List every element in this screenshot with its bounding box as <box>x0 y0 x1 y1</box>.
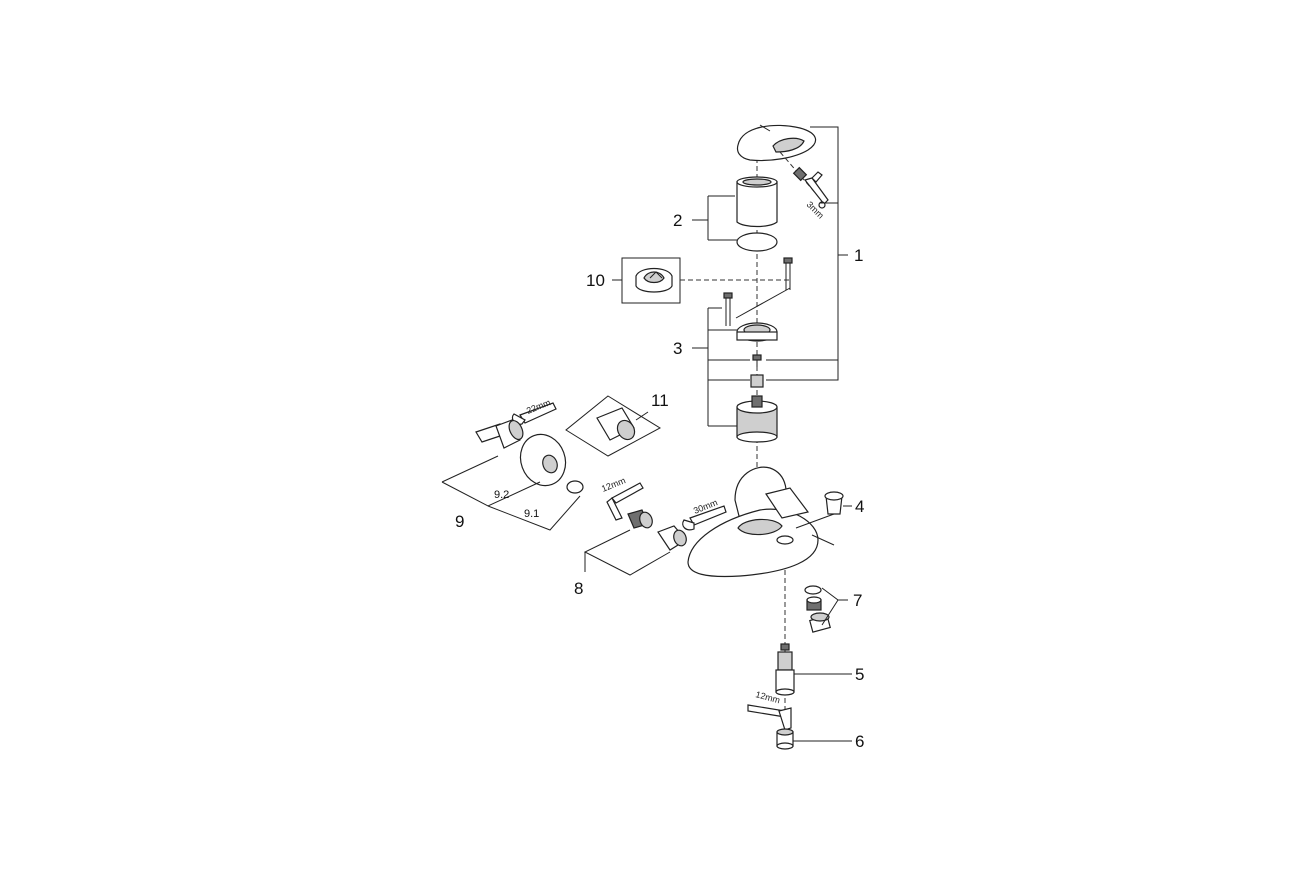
callout-7-bracket <box>821 587 848 626</box>
spindle-adapter <box>750 374 764 388</box>
o-ring <box>736 232 778 252</box>
callout-3-bracket <box>692 307 750 427</box>
union-nut <box>657 525 687 551</box>
eccentric-connector <box>475 419 524 449</box>
rosette <box>519 433 567 487</box>
callout-1-bracket <box>766 126 848 381</box>
callout-9-1: 9.1 <box>524 508 539 520</box>
screw-guide-line <box>735 287 791 319</box>
eccentric-detail-box <box>565 395 662 457</box>
hex-key-12mm-lower-icon: 12mm <box>747 689 792 731</box>
hex-key-3mm-icon: 3mm <box>803 171 829 221</box>
callout-6: 6 <box>855 732 864 751</box>
callout-3: 3 <box>673 339 682 358</box>
clip-detail-box <box>621 257 681 304</box>
callout-2-bracket <box>692 195 737 241</box>
callout-9-bracket <box>441 455 581 531</box>
plug-guide <box>795 513 835 529</box>
wrench-30mm-icon: 30mm <box>682 497 727 531</box>
callout-1: 1 <box>854 246 863 265</box>
callout-9-2: 9.2 <box>494 489 509 501</box>
callout-8: 8 <box>574 579 583 598</box>
aerator-insert <box>806 596 822 611</box>
aerator-washer <box>804 585 822 595</box>
small-nut <box>776 728 794 750</box>
cartridge <box>736 395 778 443</box>
bonnet-ring <box>736 322 778 342</box>
callout-9: 9 <box>455 512 464 531</box>
callout-11: 11 <box>651 391 669 410</box>
aerator-housing <box>809 612 831 633</box>
long-screw-left <box>723 292 733 326</box>
long-screw-right <box>783 257 793 290</box>
callout-5: 5 <box>855 665 864 684</box>
stop-plug <box>824 491 844 515</box>
handle-cap <box>736 176 778 228</box>
callout-4: 4 <box>855 497 864 516</box>
callout-11-leader <box>635 411 649 421</box>
callout-2: 2 <box>673 211 682 230</box>
callout-8-bracket <box>583 529 671 576</box>
small-screw <box>752 354 762 367</box>
callout-10: 10 <box>586 271 605 290</box>
plug-guide-2 <box>811 534 835 546</box>
wrench-22mm-icon: 22mm <box>511 397 557 425</box>
mixer-body <box>687 466 819 578</box>
tool-label-12mm-upper: 12mm <box>600 475 627 494</box>
diverter <box>775 643 795 696</box>
callout-7: 7 <box>853 591 862 610</box>
rosette-washer <box>566 480 584 494</box>
lever-handle <box>736 124 817 162</box>
connector <box>627 509 653 529</box>
